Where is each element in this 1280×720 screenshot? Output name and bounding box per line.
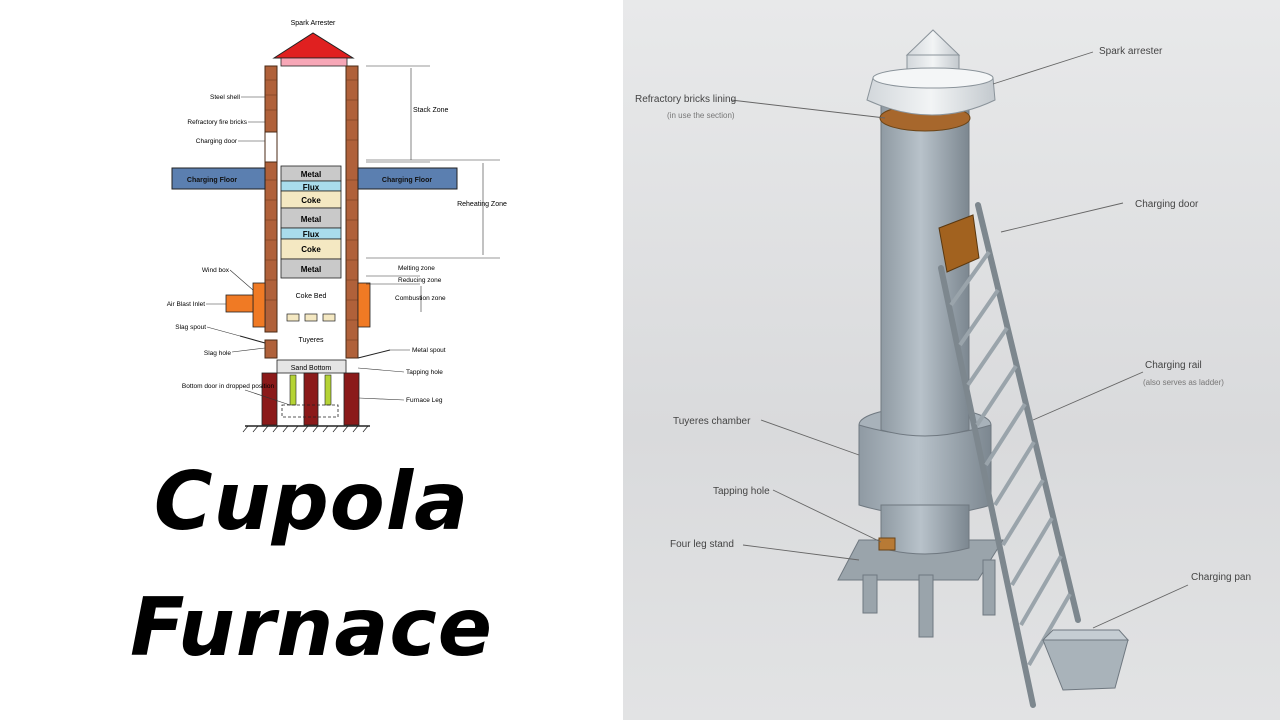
label-metal-spout: Metal spout bbox=[412, 347, 446, 354]
charge-layer-6: Coke bbox=[280, 238, 342, 260]
charge-layer-7: Metal bbox=[280, 258, 342, 279]
tuyeres-chamber-body bbox=[858, 424, 992, 516]
charge-layer-1: Metal bbox=[280, 165, 342, 182]
spark-arrester-base bbox=[280, 57, 348, 67]
tuyeres-openings bbox=[286, 313, 336, 322]
label-model-charging-door: Charging door bbox=[1135, 199, 1199, 210]
four-leg-stand bbox=[837, 539, 1004, 638]
spark-arrester-cone bbox=[905, 29, 961, 56]
charge-layer-3: Coke bbox=[280, 190, 342, 209]
model-leader-lines bbox=[730, 51, 1189, 629]
label-charging-floor-left: Charging Floor bbox=[187, 177, 237, 184]
furnace-leg-left bbox=[261, 372, 278, 426]
label-furnace-leg: Furnace Leg bbox=[406, 397, 443, 404]
label-model-refractory-lining: Refractory bricks lining bbox=[635, 94, 736, 105]
label-melting-zone: Melting zone bbox=[398, 265, 435, 272]
label-wind-box: Wind box bbox=[202, 267, 230, 274]
label-bottom-door: Bottom door in dropped position bbox=[182, 383, 275, 390]
label-model-four-leg-stand: Four leg stand bbox=[670, 539, 734, 550]
tapping-hole-shape bbox=[878, 537, 896, 551]
slag-spout-line bbox=[239, 335, 266, 344]
label-refractory-bricks: Refractory fire bricks bbox=[187, 119, 247, 126]
label-model-tuyeres-chamber: Tuyeres chamber bbox=[673, 416, 751, 427]
title-line-2: Furnace bbox=[129, 581, 493, 674]
label-charging-door: Charging door bbox=[196, 138, 238, 145]
spark-arrester-shape bbox=[272, 32, 355, 59]
label-model-spark-arrester: Spark arrester bbox=[1099, 46, 1163, 57]
left-leader-lines bbox=[206, 96, 291, 406]
left-wall-lower bbox=[264, 161, 278, 333]
schematic-panel: Spark Arrester Charging Floor Charging F… bbox=[0, 0, 623, 720]
right-wall bbox=[345, 65, 359, 359]
air-blast-inlet bbox=[225, 294, 254, 313]
spark-arrester-hood bbox=[866, 77, 996, 116]
svg-text:Metal: Metal bbox=[301, 170, 321, 179]
furnace-leg-middle bbox=[303, 372, 319, 426]
svg-text:Flux: Flux bbox=[303, 230, 320, 239]
charge-layer-5: Flux bbox=[280, 227, 342, 240]
cupola-3d-model: Spark arrester Refractory bricks lining … bbox=[635, 29, 1251, 708]
bottom-door-dropped bbox=[281, 404, 339, 418]
svg-text:Metal: Metal bbox=[301, 265, 321, 274]
label-model-charging-rail: Charging rail bbox=[1145, 360, 1202, 371]
svg-text:Coke: Coke bbox=[301, 245, 321, 254]
title-line-1: Cupola bbox=[153, 455, 470, 548]
right-leader-lines bbox=[357, 65, 500, 401]
label-sand-bottom: Sand Bottom bbox=[291, 365, 332, 372]
label-model-charging-pan: Charging pan bbox=[1191, 572, 1251, 583]
svg-text:Coke: Coke bbox=[301, 196, 321, 205]
label-slag-hole: Slag hole bbox=[204, 350, 231, 357]
cupola-schematic-diagram: Spark Arrester Charging Floor Charging F… bbox=[167, 20, 507, 433]
label-slag-spout: Slag spout bbox=[175, 324, 206, 331]
label-model-refractory-note: (in use the section) bbox=[667, 111, 735, 120]
label-tuyeres: Tuyeres bbox=[298, 337, 324, 344]
brick-lines bbox=[265, 79, 358, 341]
svg-text:Flux: Flux bbox=[303, 183, 320, 192]
label-combustion-zone: Combustion zone bbox=[395, 295, 446, 302]
charging-floor-right bbox=[357, 167, 458, 190]
label-model-charging-rail-note: (also serves as ladder) bbox=[1143, 378, 1224, 387]
label-stack-zone: Stack Zone bbox=[413, 107, 449, 114]
label-steel-shell: Steel shell bbox=[210, 94, 241, 101]
label-model-tapping-hole: Tapping hole bbox=[713, 486, 770, 497]
label-tapping-hole: Tapping hole bbox=[406, 369, 443, 376]
charge-layer-4: Metal bbox=[280, 207, 342, 229]
charging-pan-top bbox=[1041, 629, 1130, 641]
furnace-leg-right bbox=[343, 372, 360, 426]
label-reducing-zone: Reducing zone bbox=[398, 277, 442, 284]
ground-hatch bbox=[242, 425, 369, 433]
metal-spout-line bbox=[357, 349, 391, 359]
left-wall-bottom bbox=[264, 339, 278, 359]
charging-rail-ladder bbox=[938, 202, 1081, 708]
svg-text:Metal: Metal bbox=[301, 215, 321, 224]
main-shaft bbox=[880, 104, 970, 437]
spark-arrester-neck bbox=[906, 54, 960, 70]
ladder-rungs bbox=[949, 250, 1072, 667]
charging-floor-left bbox=[171, 167, 266, 190]
label-charging-floor-right: Charging Floor bbox=[382, 177, 432, 184]
charging-door-opening bbox=[938, 214, 980, 273]
charge-layer-2: Flux bbox=[280, 180, 342, 192]
model-panel: Spark arrester Refractory bricks lining … bbox=[623, 0, 1280, 720]
charging-pan bbox=[1042, 639, 1129, 691]
left-wall-upper bbox=[264, 65, 278, 133]
label-spark-arrester: Spark Arrester bbox=[291, 20, 336, 27]
label-coke-bed: Coke Bed bbox=[296, 293, 327, 300]
charging-door-gap bbox=[264, 131, 278, 163]
wind-box-left bbox=[252, 282, 266, 328]
label-reheating-zone: Reheating Zone bbox=[457, 201, 507, 208]
wind-box-right bbox=[357, 282, 371, 328]
label-air-blast-inlet: Air Blast Inlet bbox=[167, 301, 205, 308]
spark-arrester-rim bbox=[872, 67, 994, 89]
